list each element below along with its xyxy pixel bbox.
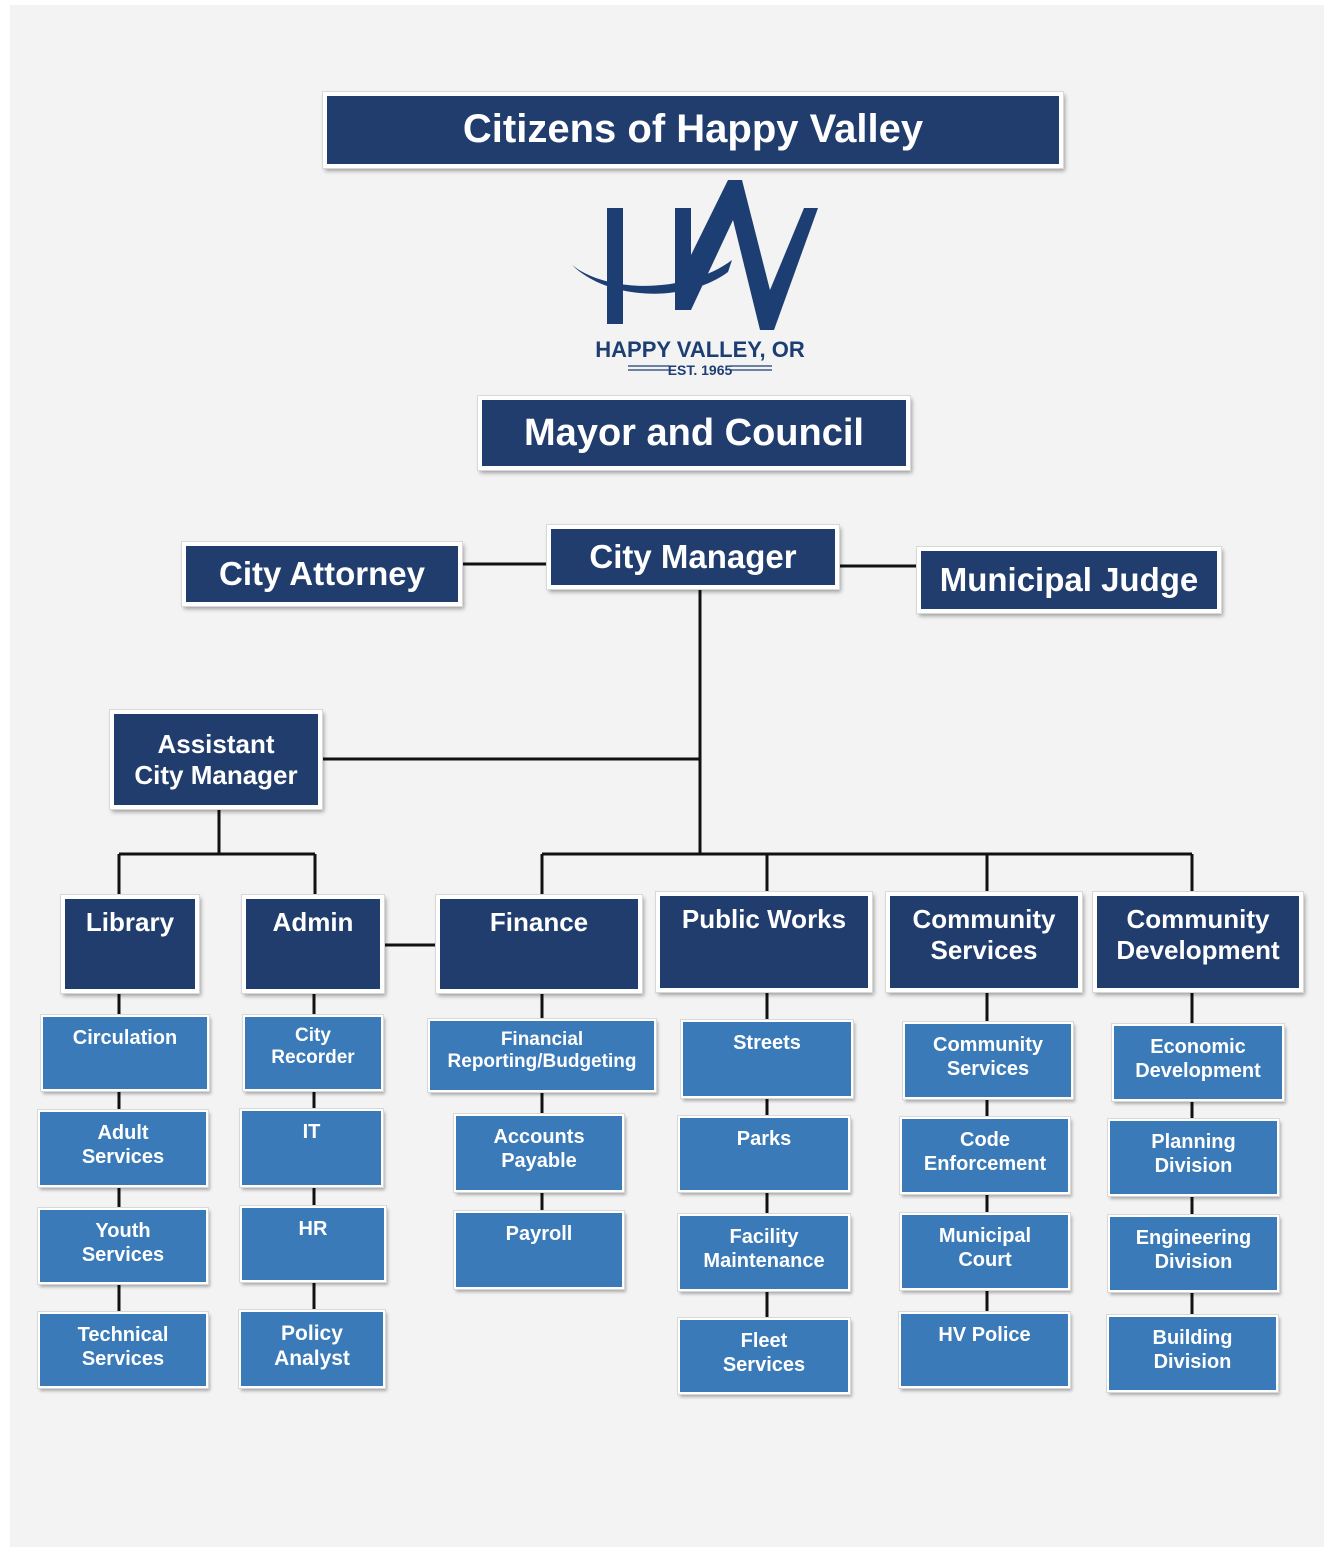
unit-streets: Streets xyxy=(680,1019,854,1099)
unit-engineering-division: Engineering Division xyxy=(1107,1214,1280,1293)
dept-community-services: Community Services xyxy=(885,891,1083,993)
unit-municipal-court: Municipal Court xyxy=(899,1212,1071,1291)
dept-finance: Finance xyxy=(435,894,643,994)
dept-public-works: Public Works xyxy=(655,891,873,993)
connector-lines xyxy=(117,562,1194,1319)
unit-building-division: Building Division xyxy=(1106,1314,1279,1393)
happy-valley-logo: HAPPY VALLEY, OR EST. 1965 xyxy=(572,180,818,378)
logo-text: HAPPY VALLEY, OR xyxy=(595,337,805,362)
unit-payroll: Payroll xyxy=(453,1210,625,1290)
org-chart-canvas: Citizens of Happy Valley HAPPY VALLEY, O… xyxy=(10,5,1324,1547)
unit-facility-maintenance: Facility Maintenance xyxy=(677,1213,851,1292)
unit-accounts-payable: Accounts Payable xyxy=(453,1113,625,1193)
city-attorney-box: City Attorney xyxy=(181,541,463,607)
unit-economic-development: Economic Development xyxy=(1111,1023,1285,1102)
unit-adult-services: Adult Services xyxy=(37,1109,209,1188)
dept-community-development: Community Development xyxy=(1092,891,1304,993)
unit-hv-police: HV Police xyxy=(898,1311,1071,1389)
unit-code-enforcement: Code Enforcement xyxy=(899,1116,1071,1195)
assistant-city-manager-box: Assistant City Manager xyxy=(109,709,323,810)
unit-hr: HR xyxy=(239,1205,387,1283)
dept-library: Library xyxy=(60,894,200,994)
unit-financial-reporting-budgeting: Financial Reporting/Budgeting xyxy=(427,1018,657,1093)
citizens-box: Citizens of Happy Valley xyxy=(322,91,1064,169)
unit-city-recorder: City Recorder xyxy=(242,1014,384,1092)
unit-fleet-services: Fleet Services xyxy=(677,1317,851,1395)
dept-admin: Admin xyxy=(241,894,385,994)
unit-community-services: Community Services xyxy=(902,1021,1074,1100)
unit-circulation: Circulation xyxy=(40,1014,210,1092)
city-manager-box: City Manager xyxy=(546,524,840,590)
unit-it: IT xyxy=(239,1108,384,1188)
unit-technical-services: Technical Services xyxy=(37,1311,209,1389)
unit-planning-division: Planning Division xyxy=(1107,1118,1280,1197)
municipal-judge-box: Municipal Judge xyxy=(916,546,1222,614)
unit-youth-services: Youth Services xyxy=(37,1207,209,1285)
logo-est: EST. 1965 xyxy=(668,362,733,378)
unit-policy-analyst: Policy Analyst xyxy=(238,1309,386,1389)
unit-parks: Parks xyxy=(677,1115,851,1193)
mayor-council-box: Mayor and Council xyxy=(477,395,911,471)
